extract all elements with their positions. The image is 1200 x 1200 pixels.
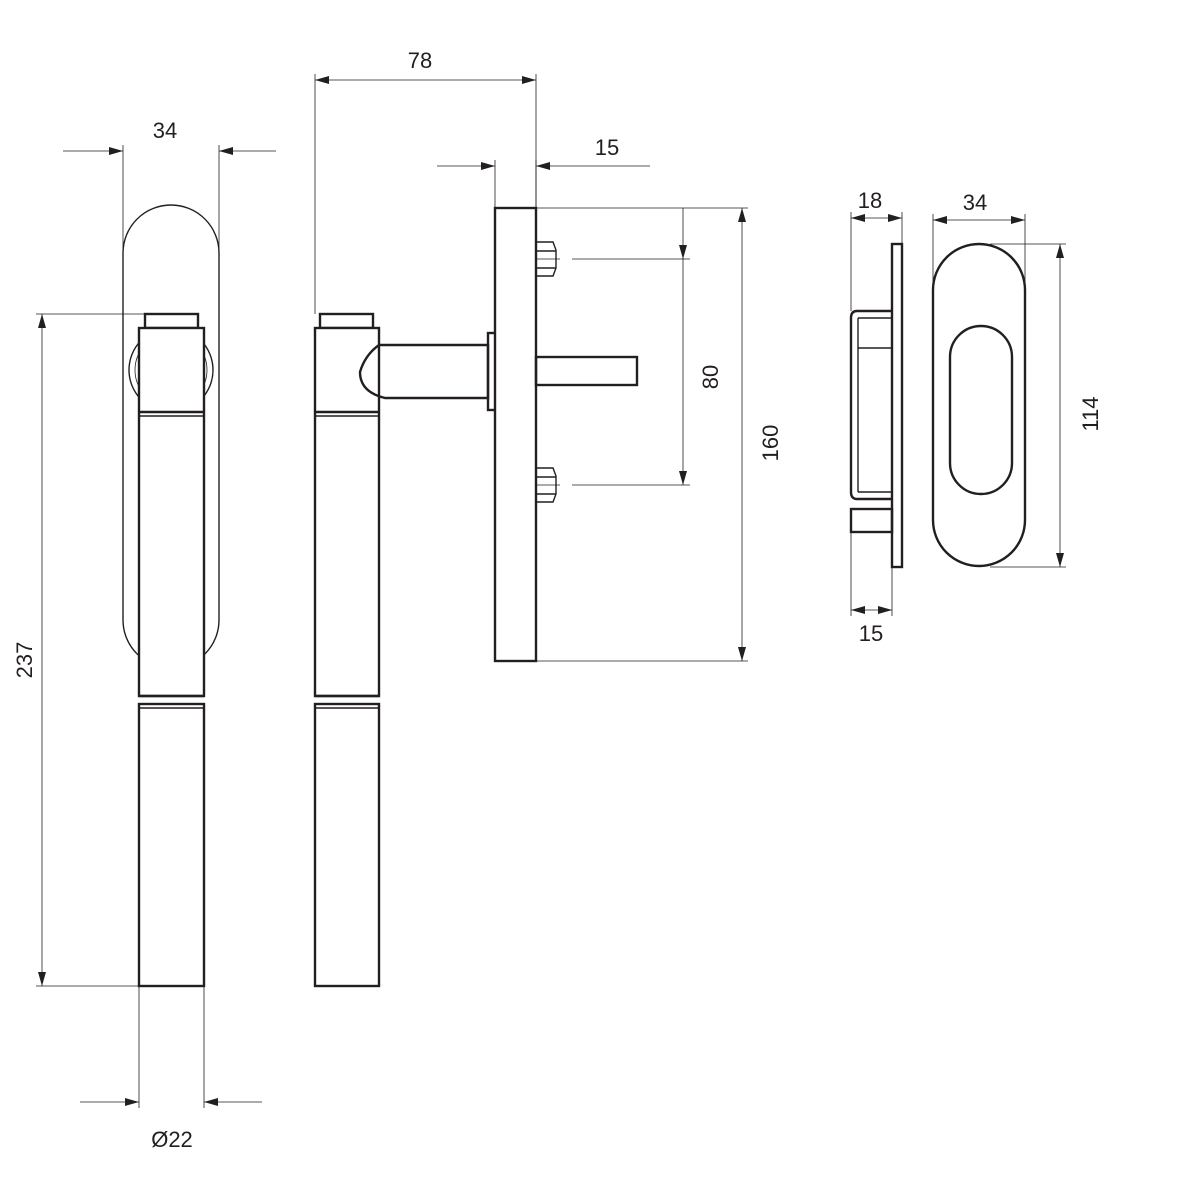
pull-outer-oval	[931, 242, 1027, 568]
dim-screw-spacing: 80	[572, 208, 723, 486]
pull-side-view	[849, 242, 904, 569]
dim-label-pull-height: 114	[1078, 396, 1103, 431]
side-cap	[318, 312, 375, 330]
dim-diameter: Ø22	[80, 986, 262, 1152]
pull-side-plate	[890, 242, 904, 569]
dim-pull-depth: 18	[850, 188, 903, 311]
dim-label-diameter: Ø22	[151, 1127, 193, 1152]
screw-upper	[535, 241, 560, 277]
dim-rose-height: 160	[536, 207, 783, 662]
dim-projection: 78	[314, 48, 537, 314]
side-grip-upper	[313, 326, 381, 698]
side-view	[313, 206, 639, 988]
dim-label-pull-depth: 18	[858, 188, 882, 213]
pull-front-view	[931, 242, 1027, 568]
dim-label-rose-height: 160	[758, 425, 783, 462]
dim-label-screw-spacing: 80	[698, 365, 723, 389]
dim-pull-height: 114	[990, 243, 1103, 568]
dim-label-total-height: 237	[12, 642, 37, 679]
dim-label-pull-width: 34	[963, 190, 987, 215]
pull-side-cup	[849, 309, 892, 501]
side-arm	[358, 343, 490, 400]
pull-inner-recess	[948, 324, 1014, 496]
screw-lower	[535, 467, 560, 503]
front-cap	[143, 312, 200, 330]
dim-label-pull-plate: 15	[859, 621, 883, 646]
dim-label-projection: 78	[408, 48, 432, 73]
front-grip-lower	[137, 702, 206, 988]
dim-pull-width: 34	[932, 190, 1026, 290]
dim-label-rose-depth: 15	[595, 135, 619, 160]
front-view	[122, 204, 220, 988]
dim-pull-plate: 15	[850, 532, 893, 646]
side-grip-lower	[313, 702, 381, 988]
dim-total-height: 237	[12, 313, 145, 987]
dim-label-front-width: 34	[153, 118, 177, 143]
side-rose	[493, 206, 538, 663]
front-grip-upper	[137, 326, 206, 698]
dim-rose-depth: 15	[437, 135, 650, 208]
dim-front-width: 34	[63, 118, 276, 253]
spindle	[534, 355, 639, 387]
pull-side-tab	[849, 507, 894, 534]
